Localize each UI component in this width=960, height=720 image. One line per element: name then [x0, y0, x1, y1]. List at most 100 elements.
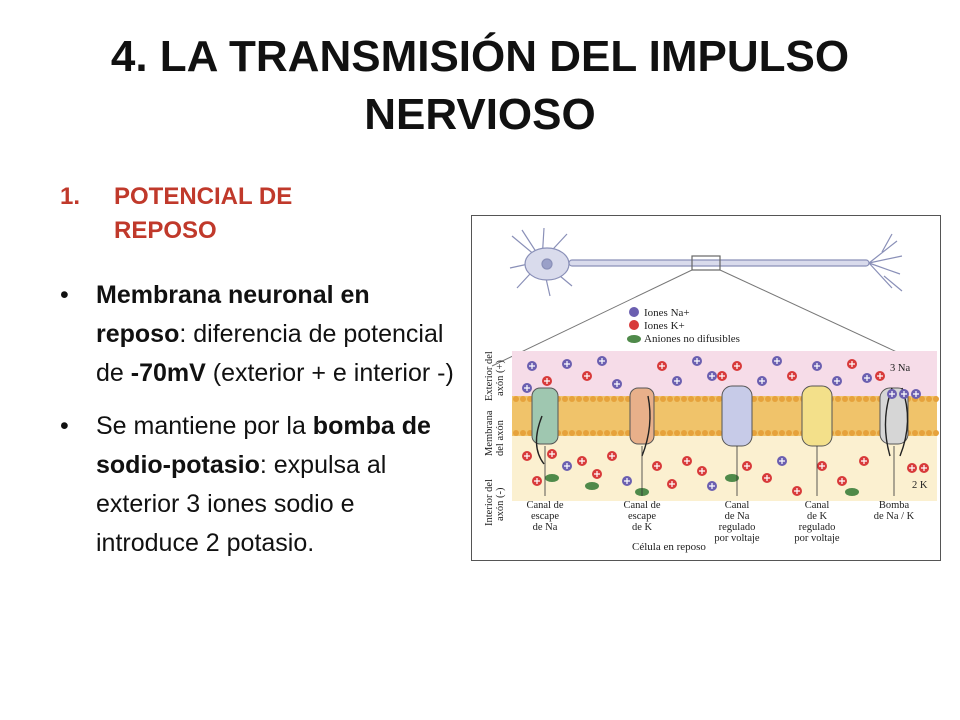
channel-label-text: de Na / K [874, 511, 915, 522]
channel-label-text: escape [628, 511, 656, 522]
slide-title-line-1: 4. LA TRANSMISIÓN DEL IMPULSO [110, 32, 850, 81]
legend-na: Iones Na+ [644, 307, 690, 319]
na-ion [812, 361, 822, 371]
label-exterior-1: Exterior del [484, 351, 495, 401]
neuron-illustration [509, 227, 903, 297]
anion-particle [845, 488, 859, 496]
channel-label-text: Canal [805, 500, 830, 511]
k-ion [762, 473, 772, 483]
bullet-item-resting-membrane: •Membrana neuronal en reposo: diferencia… [60, 276, 460, 393]
channel-label-text: Canal de [623, 500, 660, 511]
channel-k-voltage [801, 385, 833, 447]
zoom-line-right [719, 269, 928, 367]
channel-label-text: por voltaje [714, 533, 760, 544]
k-ion [682, 456, 692, 466]
k-ion [592, 469, 602, 479]
bullet-2-bold-1: bomba de sodio-potasio [96, 412, 431, 479]
interior-region [512, 436, 937, 501]
membrane-diagram: Iones Na+ Iones K+ Aniones no difusibles [484, 227, 939, 553]
channel-label-text: de Na [725, 511, 750, 522]
na-ion [862, 373, 872, 383]
na-ion [622, 476, 632, 486]
ion-particles [522, 356, 929, 496]
channel-label-text: regulado [799, 522, 836, 533]
slide-title: 4. LA TRANSMISIÓN DEL IMPULSO NERVIOSO [0, 28, 960, 144]
channel-label-text: por voltaje [794, 533, 840, 544]
na-ion [899, 389, 909, 399]
slide-title-line-2: NERVIOSO [364, 90, 596, 139]
k-ion [547, 449, 557, 459]
channel-k-leak [629, 387, 655, 445]
channel-na-voltage [721, 385, 753, 447]
bullet-list: •Membrana neuronal en reposo: diferencia… [60, 276, 460, 577]
k-ion [657, 361, 667, 371]
channel-label-text: regulado [719, 522, 756, 533]
bullet-2-text-2: : expulsa al exterior 3 iones sodio e in… [96, 451, 387, 557]
bullet-item-sodium-potassium-pump: • Se mantiene por la bomba de sodio-potas… [60, 407, 460, 563]
side-labels: Exterior del axón (+) Membrana del axón … [484, 351, 506, 526]
na-ion [562, 461, 572, 471]
label-exterior-2: axón (+) [495, 360, 506, 396]
k-ion [717, 371, 727, 381]
k-ion [732, 361, 742, 371]
na-ion [832, 376, 842, 386]
channel-label-text: escape [531, 511, 559, 522]
anion-particle [725, 474, 739, 482]
bullet-1-text-2: (exterior + e interior -) [205, 359, 454, 387]
k-ion [787, 371, 797, 381]
na-ion [887, 389, 897, 399]
arrow-k-out-icon [641, 395, 651, 457]
resting-potential-figure: Iones Na+ Iones K+ Aniones no difusibles [471, 215, 941, 561]
channel-label-text: Bomba [879, 500, 910, 511]
na-ion [757, 376, 767, 386]
na-ion [707, 371, 717, 381]
channel-label-text: de Na [533, 522, 558, 533]
legend-k: Iones K+ [644, 320, 685, 332]
na-ion [672, 376, 682, 386]
bullet-dot-icon: • [60, 281, 69, 309]
bullet-1-text-1: : diferencia de potencial de [96, 320, 444, 387]
channel-label-text: de K [632, 522, 653, 533]
section-heading-line-1: POTENCIAL DE [114, 183, 293, 210]
bullet-2-text-1: Se mantiene por la [96, 412, 313, 440]
anion-particle [545, 474, 559, 482]
na-ion [692, 356, 702, 366]
pump-label-k: 2 K [912, 480, 928, 491]
na-ion [597, 356, 607, 366]
channel-label-text: Canal [725, 500, 750, 511]
k-ion [875, 371, 885, 381]
k-ion [522, 451, 532, 461]
channel-label-text: de K [807, 511, 828, 522]
k-ion [607, 451, 617, 461]
k-ion [817, 461, 827, 471]
bullet-dot-icon: • [60, 412, 69, 440]
na-ion [772, 356, 782, 366]
k-ion [847, 359, 857, 369]
anion-particle [585, 482, 599, 490]
k-ion [532, 476, 542, 486]
na-ion [562, 359, 572, 369]
pump-label-na: 3 Na [890, 363, 910, 374]
membrane-channels [531, 385, 909, 465]
k-ion [582, 371, 592, 381]
ion-legend: Iones Na+ Iones K+ Aniones no difusibles [627, 307, 740, 345]
k-ion [859, 456, 869, 466]
k-ion [667, 479, 677, 489]
section-heading-line-2: REPOSO [114, 217, 217, 244]
section-heading: 1. POTENCIAL DE REPOSO [60, 180, 380, 248]
label-interior-2: axón (-) [495, 487, 506, 521]
label-membrane-1: Membrana [484, 410, 495, 456]
k-ion [652, 461, 662, 471]
na-ion [612, 379, 622, 389]
k-ion [792, 486, 802, 496]
na-ion [707, 481, 717, 491]
figure-caption: Célula en reposo [632, 541, 706, 553]
k-ion [697, 466, 707, 476]
label-interior-1: Interior del [484, 479, 495, 526]
k-ion [577, 456, 587, 466]
legend-anions: Aniones no difusibles [644, 333, 740, 345]
channel-label-text: Canal de [526, 500, 563, 511]
na-ion [527, 361, 537, 371]
k-ion [542, 376, 552, 386]
